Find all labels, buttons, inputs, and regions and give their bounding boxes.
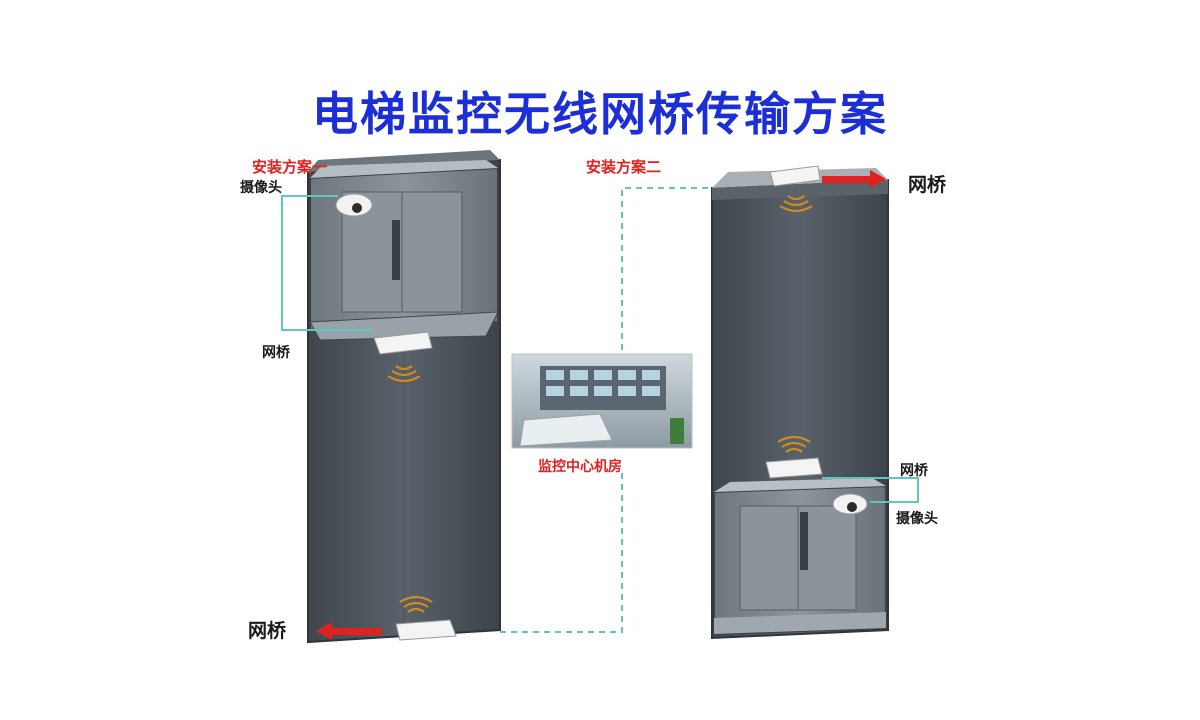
signal-waves-top-right — [779, 195, 813, 213]
monitoring-room-image — [511, 353, 693, 449]
page-title: 电梯监控无线网桥传输方案 — [312, 87, 888, 141]
red-arrow-pit-left — [316, 622, 382, 640]
signal-waves-pit-left — [399, 595, 433, 613]
signal-waves-car-right — [777, 435, 811, 453]
red-arrow-top-right — [822, 170, 886, 188]
scheme1-bridge-pit-label: 网桥 — [248, 620, 287, 642]
scheme2-bridge-car-label: 网桥 — [900, 463, 928, 479]
camera-bridge-link-right — [822, 477, 919, 503]
bridge-device-pit-left — [395, 619, 457, 641]
bridge-device-car-right — [765, 457, 823, 479]
scheme2-bridge-top-label: 网桥 — [908, 174, 947, 196]
camera-left — [335, 193, 373, 217]
scheme1-label: 安装方案一 — [252, 158, 328, 176]
scheme1-camera-label: 摄像头 — [240, 180, 282, 196]
bridge-device-top-right — [769, 165, 821, 187]
scheme1-bridge-car-label: 网桥 — [262, 345, 290, 361]
monitoring-center-label: 监控中心机房 — [538, 459, 622, 475]
signal-waves-car-left — [387, 365, 421, 383]
elevator-car-left — [309, 160, 499, 341]
bridge-device-car-left — [373, 331, 433, 355]
wireless-link-dashed — [500, 187, 708, 633]
scheme2-label: 安装方案二 — [586, 158, 662, 176]
camera-right — [832, 493, 868, 515]
camera-bridge-link-left — [281, 195, 372, 331]
elevator-car-right — [713, 478, 887, 636]
scheme2-camera-label: 摄像头 — [896, 511, 938, 527]
